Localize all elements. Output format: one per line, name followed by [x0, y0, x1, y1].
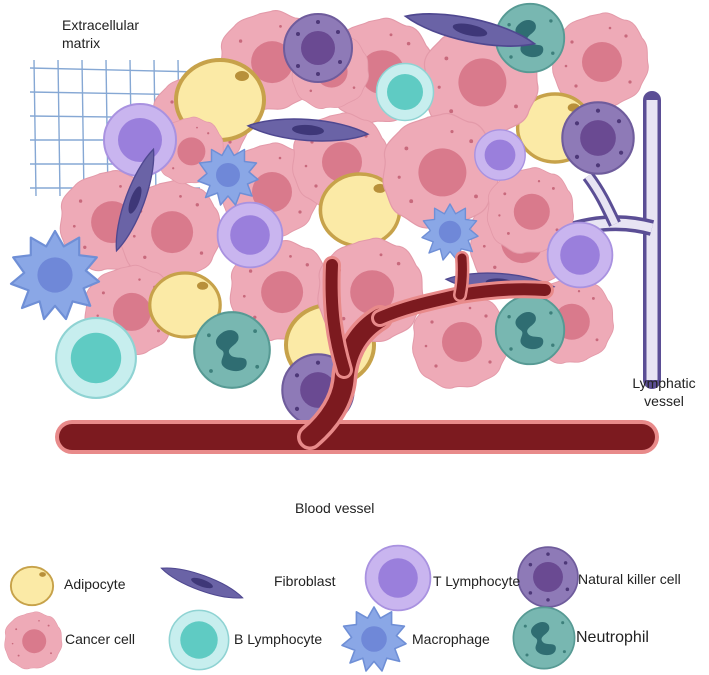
adipocyte-icon — [9, 565, 55, 607]
b-lymphocyte — [55, 317, 137, 399]
fibroblast-icon — [158, 560, 246, 606]
legend-icons — [4, 544, 579, 672]
t-lymphocyte — [216, 201, 284, 269]
lymphatic-vessel-label-line1: Lymphatic — [632, 375, 696, 391]
lymphatic-vessel — [562, 91, 661, 389]
blood-vessel — [55, 251, 659, 454]
t-lymphocyte — [546, 221, 614, 289]
legend-label-cancer-cell: Cancer cell — [65, 631, 136, 647]
t-lymphocyte — [103, 103, 177, 177]
neutrophil-icon — [512, 606, 576, 670]
legend-label-adipocyte: Adipocyte — [64, 576, 126, 592]
legend-label-t-lymphocyte: T Lymphocyte — [433, 573, 521, 589]
natural-killer-cell — [561, 101, 635, 175]
extracellular-matrix-label-line1: Extracellular — [62, 17, 140, 33]
neutrophil — [193, 311, 271, 389]
b-lymphocyte — [375, 62, 435, 122]
legend-label-fibroblast: Fibroblast — [274, 573, 336, 589]
legend-label-macrophage: Macrophage — [412, 631, 490, 647]
legend-label-neutrophil: Neutrophil — [576, 629, 649, 646]
b-lymphocyte-icon — [168, 609, 230, 671]
legend-label-nk-cell: Natural killer cell — [578, 571, 681, 587]
cancer-cell-icon — [4, 611, 63, 670]
macrophage-icon — [341, 606, 407, 672]
nk-cell-icon — [517, 546, 579, 608]
t-lymphocyte — [474, 129, 526, 181]
blood-vessel-label: Blood vessel — [295, 500, 375, 516]
extracellular-matrix-label: Extracellular matrix — [62, 16, 139, 52]
natural-killer-cell — [283, 13, 353, 83]
neutrophil — [494, 294, 566, 366]
t-lymphocyte-icon — [364, 544, 432, 612]
extracellular-matrix-label-line2: matrix — [62, 35, 101, 51]
lymphatic-vessel-label: Lymphatic vessel — [626, 374, 702, 410]
legend-label-b-lymphocyte: B Lymphocyte — [234, 631, 323, 647]
lymphatic-vessel-label-line2: vessel — [644, 393, 684, 409]
